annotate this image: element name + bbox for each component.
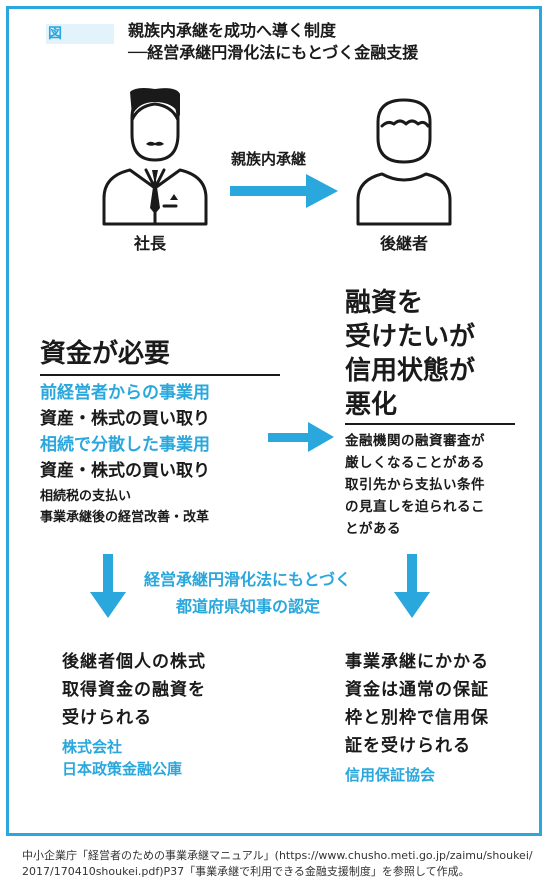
left-note-2: 事業承継後の経営改善・改革	[40, 510, 210, 525]
left-box-items: 前経営者からの事業用 資産・株式の買い取り 相続で分散した事業用 資産・株式の買…	[40, 380, 210, 484]
left-item-2: 資産・株式の買い取り	[40, 409, 210, 429]
left-item-1: 前経営者からの事業用	[40, 383, 210, 403]
right-heading-line-2: 受けたいが	[345, 322, 476, 352]
result-left-line-1: 後継者個人の株式	[62, 652, 206, 672]
right-heading-line-1: 融資を	[345, 288, 424, 318]
certification-line-2: 都道府県知事の認定	[176, 597, 321, 616]
result-left-org-2: 日本政策金融公庫	[62, 760, 183, 778]
result-right-line-4: 証を受けられる	[345, 736, 471, 756]
certification-line-1: 経営承継円滑化法にもとづく	[144, 570, 352, 589]
left-note-1: 相続税の支払い	[40, 489, 132, 504]
right-box-heading: 融資を 受けたいが 信用状態が 悪化	[345, 286, 475, 422]
left-box-notes: 相続税の支払い 事業承継後の経営改善・改革	[40, 486, 209, 528]
succession-arrow-icon	[230, 174, 338, 208]
successor-figure	[356, 98, 452, 226]
right-body-line-4: の見直しを迫られるこ	[345, 499, 485, 515]
result-left-org-1: 株式会社	[62, 738, 123, 756]
right-heading-line-3: 信用状態が	[345, 356, 476, 386]
result-right: 事業承継にかかる 資金は通常の保証 枠と別枠で信用保 証を受けられる 信用保証協…	[345, 648, 489, 786]
president-figure	[102, 88, 208, 226]
result-right-line-3: 枠と別枠で信用保	[345, 708, 489, 728]
result-left: 後継者個人の株式 取得資金の融資を 受けられる 株式会社 日本政策金融公庫	[62, 648, 206, 780]
president-label: 社長	[134, 234, 167, 253]
right-body-line-1: 金融機関の融資審査が	[345, 433, 485, 449]
successor-label: 後継者	[380, 234, 429, 253]
down-arrow-left-icon	[90, 554, 126, 618]
need-to-problem-arrow-icon	[268, 422, 334, 452]
figure-title: 親族内承継を成功へ導く制度	[128, 21, 337, 40]
right-heading-line-4: 悪化	[345, 390, 398, 420]
left-item-3: 相続で分散した事業用	[40, 435, 210, 455]
source-note-line-1: 中小企業庁「経営者のための事業承継マニュアル」(https://www.chus…	[22, 849, 533, 862]
result-left-line-2: 取得資金の融資を	[62, 680, 206, 700]
left-box-underline	[40, 374, 280, 376]
down-arrow-right-icon	[394, 554, 430, 618]
figure-subtitle: ──経営承継円滑化法にもとづく金融支援	[128, 43, 419, 62]
succession-arrow-label: 親族内承継	[231, 150, 307, 168]
figure-tag: 図	[46, 24, 114, 44]
right-box-body: 金融機関の融資審査が 厳しくなることがある 取引先から支払い条件 の見直しを迫ら…	[345, 430, 485, 540]
left-box-heading: 資金が必要	[40, 339, 171, 369]
right-body-line-3: 取引先から支払い条件	[345, 477, 485, 493]
right-body-line-5: とがある	[345, 521, 401, 537]
figure-tag-label: 図	[48, 26, 62, 42]
result-right-line-2: 資金は通常の保証	[345, 680, 489, 700]
result-right-org-1: 信用保証協会	[345, 766, 436, 784]
left-item-4: 資産・株式の買い取り	[40, 461, 210, 481]
right-body-line-2: 厳しくなることがある	[345, 455, 485, 471]
result-left-line-3: 受けられる	[62, 708, 152, 728]
result-right-line-1: 事業承継にかかる	[345, 652, 489, 672]
figure-frame	[6, 6, 542, 836]
right-box-underline	[345, 423, 515, 425]
source-note-line-2: 2017/170410shoukei.pdf)P37「事業承継で利用できる金融支…	[22, 865, 470, 878]
